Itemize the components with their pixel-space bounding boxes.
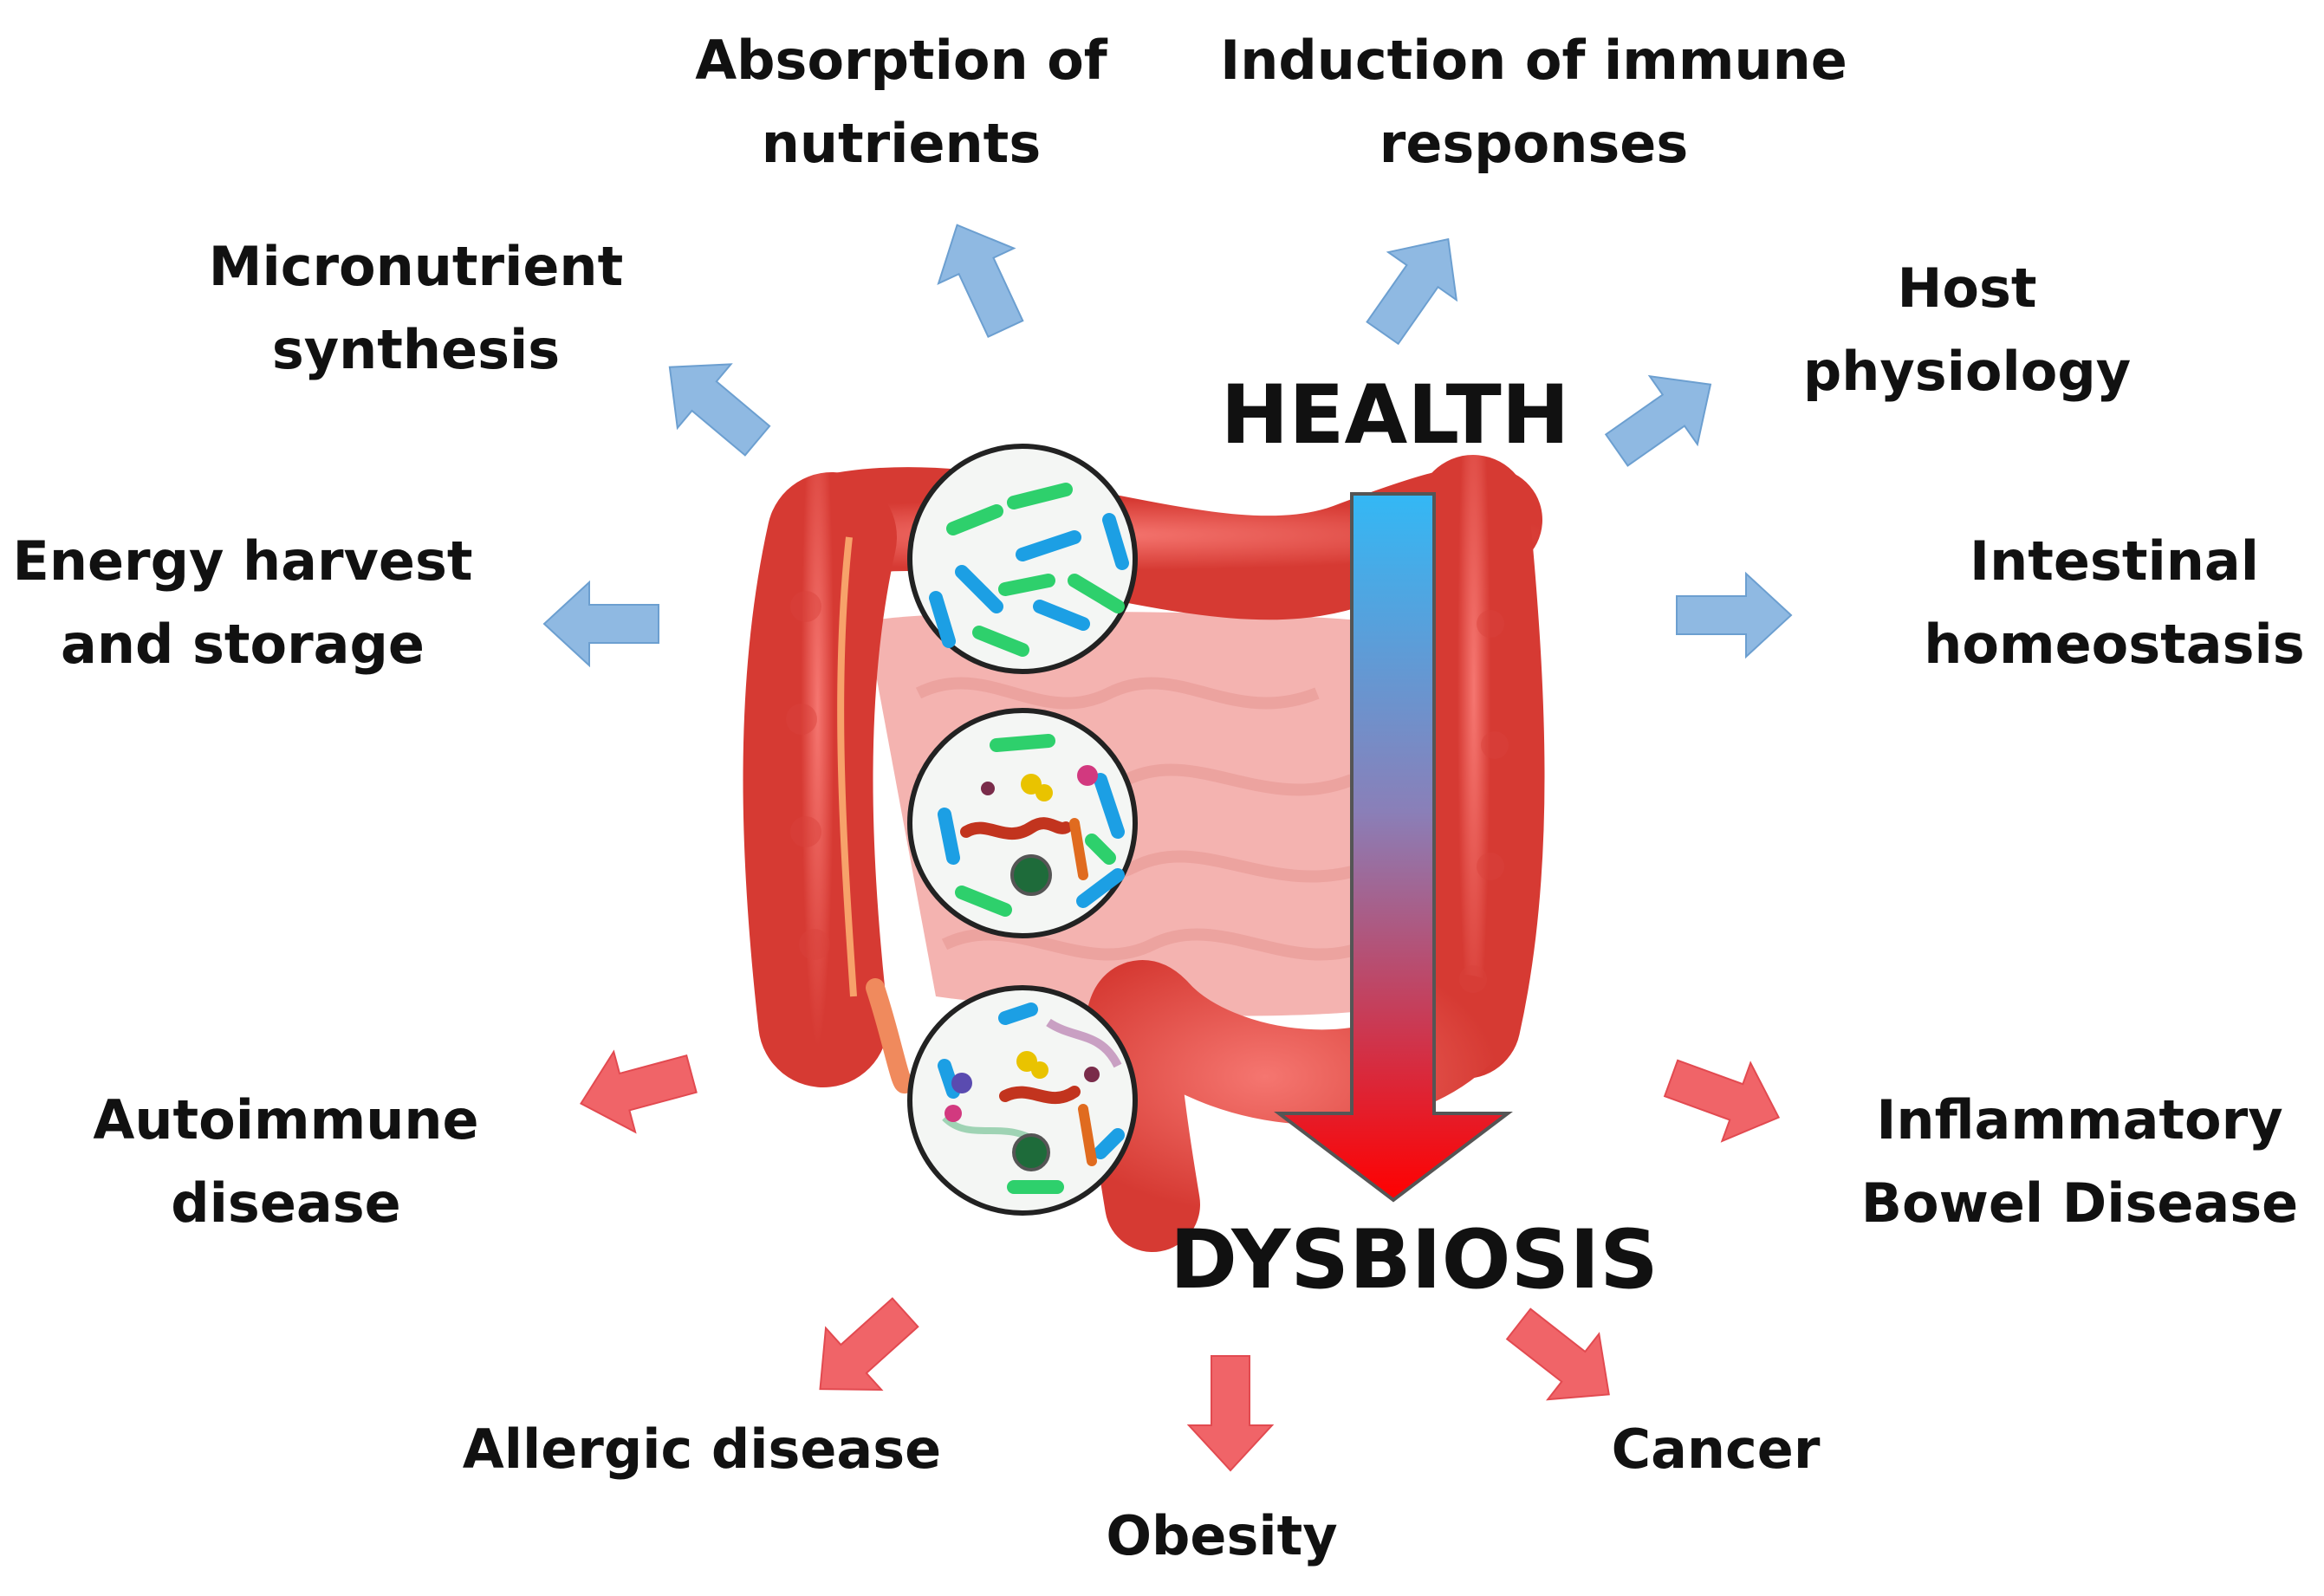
microbiota-circle-dysbiotic xyxy=(907,985,1138,1216)
arrow-host xyxy=(1604,374,1712,467)
arrow-micronutrient xyxy=(668,363,771,457)
label-ibd: Inflammatory Bowel Disease xyxy=(1860,1088,2299,1235)
label-energy: Energy harvest and storage xyxy=(12,529,473,676)
label-host: Host physiology xyxy=(1802,256,2132,403)
arrow-energy xyxy=(542,580,659,668)
arrow-absorption xyxy=(937,224,1024,339)
label-absorption: Absorption of nutrients xyxy=(695,29,1107,175)
label-micronutrient: Micronutrient synthesis xyxy=(208,235,624,381)
arrow-cancer xyxy=(1505,1307,1610,1401)
health-label: HEALTH xyxy=(1220,368,1570,463)
label-obesity: Obesity xyxy=(1106,1504,1338,1567)
arrow-allergic xyxy=(819,1297,919,1392)
microbiota-circle-mixed xyxy=(907,708,1138,938)
label-autoimmune: Autoimmune disease xyxy=(93,1088,479,1235)
dysbiosis-label: DYSBIOSIS xyxy=(1170,1213,1659,1307)
arrow-intestinal xyxy=(1676,571,1793,659)
microbiota-circle-healthy xyxy=(907,444,1138,674)
arrow-obesity xyxy=(1186,1355,1275,1472)
label-allergic: Allergic disease xyxy=(462,1418,942,1481)
arrow-autoimmune xyxy=(580,1049,698,1134)
health-to-dysbiosis-arrow xyxy=(1274,492,1513,1203)
arrow-immune xyxy=(1366,237,1458,346)
label-intestinal: Intestinal homeostasis xyxy=(1924,529,2305,676)
arrow-ibd xyxy=(1663,1059,1781,1143)
label-cancer: Cancer xyxy=(1611,1418,1821,1481)
label-immune: Induction of immune responses xyxy=(1220,29,1847,175)
